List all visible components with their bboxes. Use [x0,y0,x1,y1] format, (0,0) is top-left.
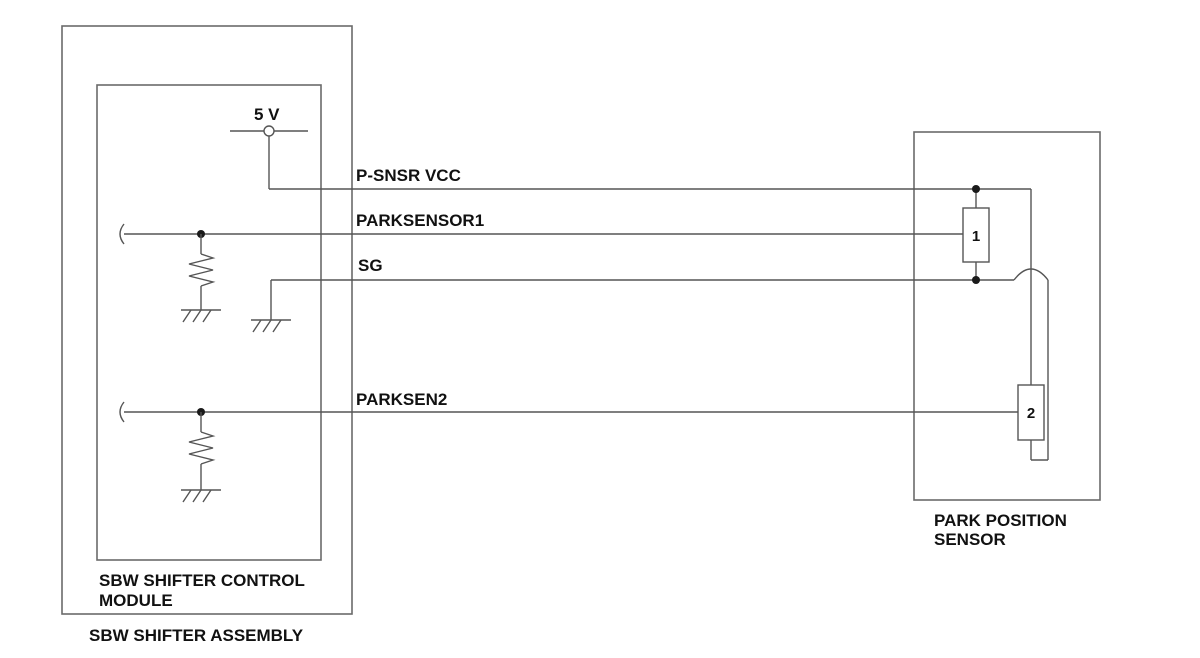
sensor-label-line2: SENSOR [934,530,1006,549]
sensor-element-2 [1017,384,1045,441]
sensor-element-2-label: 2 [1027,405,1035,422]
assembly-label: SBW SHIFTER ASSEMBLY [89,626,304,645]
wire-sg-label: SG [358,256,383,275]
wire-parksen2-label: PARKSEN2 [356,390,447,409]
control-module-box [96,84,322,561]
sensor-label-line1: PARK POSITION [934,511,1067,530]
supply-voltage-label: 5 V [254,105,280,124]
wire-parksensor1-label: PARKSENSOR1 [356,211,484,230]
module-label-line1: SBW SHIFTER CONTROL [99,571,305,590]
wire-vcc [269,185,1032,385]
wire-parksensor1 [119,223,963,323]
supply-5v-terminal [230,125,308,189]
wire-sg [251,262,1049,461]
wire-parksen2 [119,401,1018,503]
module-label-line2: MODULE [99,591,173,610]
shifter-assembly-box [61,25,353,615]
sensor-element-1-label: 1 [972,228,980,245]
wire-vcc-label: P-SNSR VCC [356,166,461,185]
park-sensor-box [913,131,1101,501]
